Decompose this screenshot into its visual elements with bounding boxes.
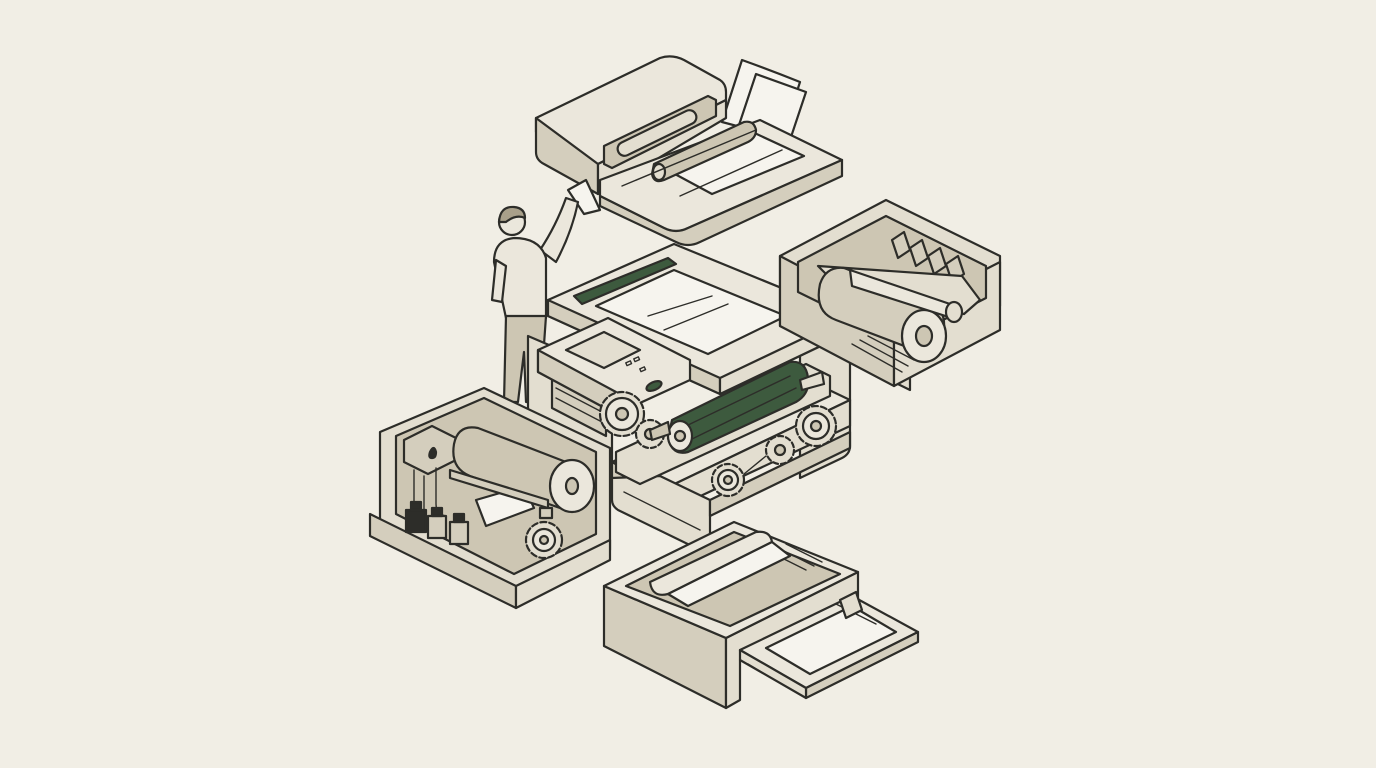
fuser-unit (778, 198, 1002, 392)
drum-gears (710, 404, 838, 498)
toner-ink-unit (368, 386, 612, 610)
scanner-main-unit (526, 242, 852, 552)
document-feeder (534, 55, 844, 247)
imaging-drum (648, 360, 826, 454)
paper-tray (602, 520, 920, 710)
